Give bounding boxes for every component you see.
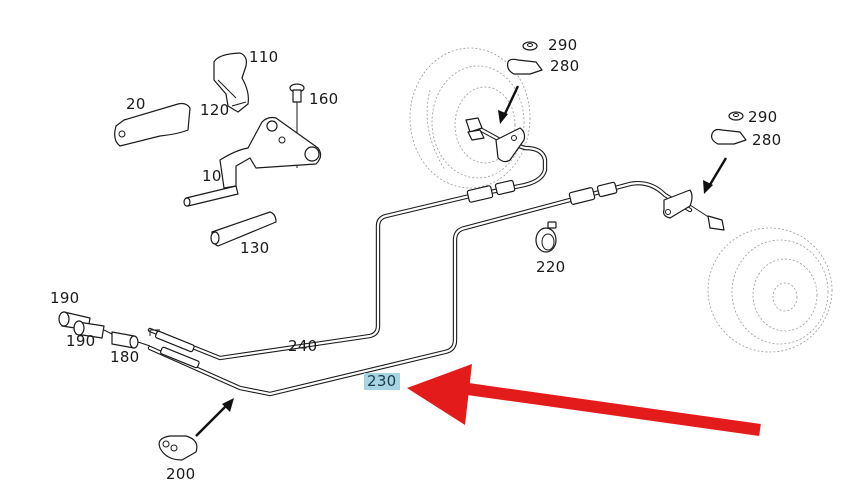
cable-end-fittings bbox=[149, 329, 200, 369]
pointer-arrow-lower-icon bbox=[195, 398, 234, 437]
red-pointer-arrow-icon bbox=[407, 364, 761, 436]
part-130-tube-icon bbox=[210, 211, 277, 247]
label-190-upper: 190 bbox=[50, 289, 80, 307]
label-130: 130 bbox=[240, 239, 270, 257]
cable-230 bbox=[147, 180, 693, 397]
pointer-arrow-right-icon bbox=[703, 157, 728, 194]
part-20-lever-icon bbox=[114, 102, 191, 147]
label-290-upper: 290 bbox=[548, 36, 578, 54]
right-cable-bracket bbox=[663, 189, 725, 231]
upper-cable-bracket bbox=[465, 117, 526, 163]
part-190-bushing-icon bbox=[58, 311, 105, 339]
label-280-upper: 280 bbox=[550, 57, 580, 75]
label-10: 10 bbox=[202, 167, 222, 185]
label-20: 20 bbox=[126, 95, 146, 113]
label-120: 120 bbox=[200, 101, 230, 119]
label-190-lower: 190 bbox=[66, 332, 96, 350]
pointer-arrow-upper-icon bbox=[498, 85, 520, 124]
part-220-hose-clamp-icon bbox=[535, 221, 557, 253]
brake-drum-upper-icon bbox=[409, 47, 531, 189]
part-110-bracket-icon bbox=[213, 52, 249, 113]
label-160: 160 bbox=[309, 90, 339, 108]
part-160-bolt-icon bbox=[289, 83, 305, 168]
label-220: 220 bbox=[536, 258, 566, 276]
label-280-right: 280 bbox=[752, 131, 782, 149]
part-180-connector-icon bbox=[103, 329, 151, 349]
part-280-290-upper-icon bbox=[507, 41, 543, 75]
label-230-highlighted: 230 bbox=[364, 373, 400, 390]
label-200: 200 bbox=[166, 465, 196, 483]
cable-240 bbox=[147, 125, 548, 361]
part-280-290-right-icon bbox=[711, 111, 747, 145]
label-110: 110 bbox=[249, 48, 279, 66]
label-240: 240 bbox=[288, 337, 318, 355]
label-290-right: 290 bbox=[748, 108, 778, 126]
part-10-lever-assembly-icon bbox=[183, 116, 322, 207]
part-200-pad-icon bbox=[158, 435, 198, 461]
label-180: 180 bbox=[110, 348, 140, 366]
brake-drum-lower-icon bbox=[707, 227, 833, 353]
